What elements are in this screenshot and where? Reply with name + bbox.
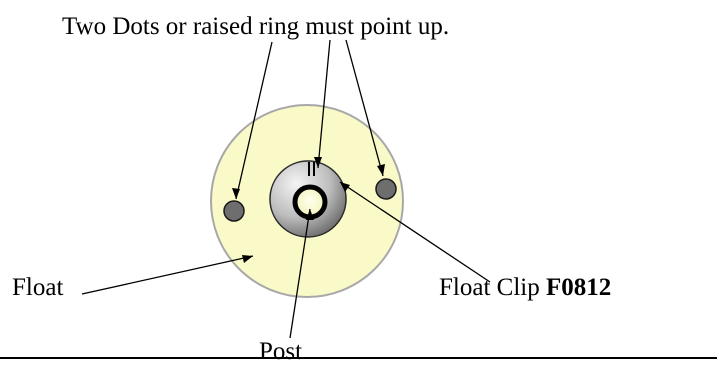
- arrowhead-post: [306, 209, 314, 220]
- leader-caption-right-dot: [345, 39, 384, 177]
- leader-caption-left-dot: [235, 41, 273, 200]
- leader-float: [81, 255, 254, 295]
- arrowhead-float-clip: [340, 182, 350, 192]
- arrowhead-left-dot: [232, 188, 240, 199]
- leader-float-clip: [339, 181, 491, 283]
- arrowhead-right-dot: [377, 164, 385, 176]
- float-clip-part-number: F0812: [545, 274, 612, 301]
- arrowhead-clip: [314, 157, 322, 168]
- bottom-divider: [0, 357, 717, 359]
- left-dot: [223, 200, 245, 222]
- leader-caption-clip: [317, 39, 331, 169]
- leader-post: [289, 208, 311, 339]
- arrowhead-float: [242, 255, 253, 263]
- float-label: Float: [12, 274, 64, 301]
- float-clip-label-prefix: Float Clip: [439, 274, 546, 301]
- instruction-caption: Two Dots or raised ring must point up.: [62, 13, 450, 40]
- float-clip-label: Float Clip F0812: [439, 275, 611, 300]
- post-label: Post: [259, 338, 303, 365]
- right-dot: [375, 178, 397, 200]
